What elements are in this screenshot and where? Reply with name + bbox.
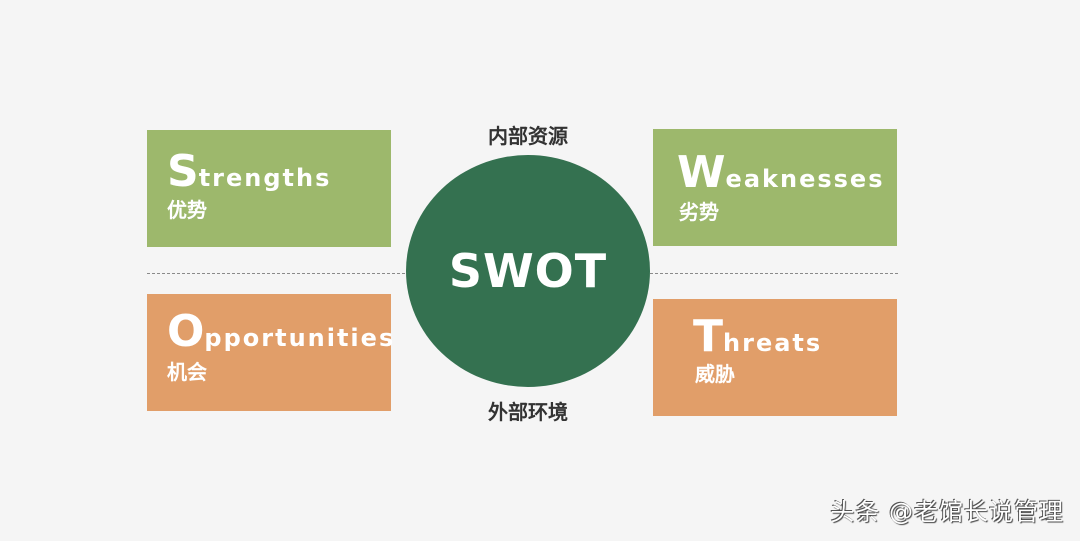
divider-right [650, 273, 898, 274]
weaknesses-title: Weaknesses [677, 151, 884, 195]
opportunities-cap: O [167, 306, 205, 357]
opportunities-title: Opportunities [167, 310, 395, 354]
weaknesses-rest: eaknesses [725, 165, 885, 193]
weaknesses-cn: 劣势 [679, 200, 719, 224]
strengths-box: Strengths 优势 [147, 130, 391, 247]
opportunities-rest: pportunities [204, 324, 396, 352]
watermark: 头条 @老馆长说管理 [830, 498, 1064, 526]
threats-cn: 威胁 [695, 362, 735, 386]
swot-label: SWOT [448, 244, 608, 298]
opportunities-box: Opportunities 机会 [147, 294, 393, 411]
strengths-cap: S [167, 146, 199, 197]
strengths-title: Strengths [167, 150, 331, 194]
threats-cap: T [693, 311, 724, 362]
external-environment-caption: 外部环境 [488, 400, 568, 424]
swot-circle: SWOT [406, 155, 650, 387]
weaknesses-box: Weaknesses 劣势 [653, 129, 897, 246]
divider-left [147, 273, 405, 274]
internal-resources-caption: 内部资源 [488, 124, 568, 148]
threats-box: Threats 威胁 [653, 299, 897, 416]
weaknesses-cap: W [677, 147, 726, 198]
strengths-cn: 优势 [167, 198, 207, 222]
strengths-rest: trengths [198, 164, 332, 192]
threats-rest: hreats [723, 329, 823, 357]
threats-title: Threats [693, 315, 822, 359]
opportunities-cn: 机会 [167, 360, 207, 384]
